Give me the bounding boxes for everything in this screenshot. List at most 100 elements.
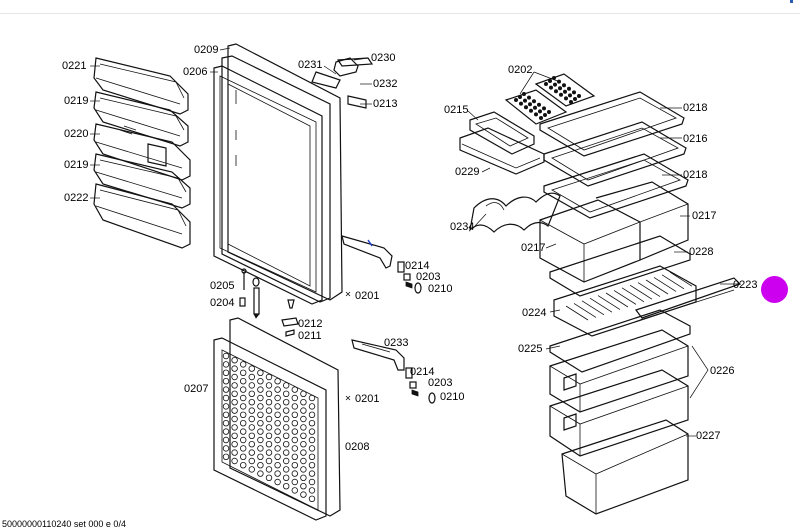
dimple (265, 373, 273, 381)
ice-cell (564, 96, 569, 101)
dimple (274, 386, 281, 393)
crisper-boxes-0217 (539, 181, 689, 283)
dimple (265, 457, 273, 465)
screw-0201-upper (345, 291, 351, 297)
label-0234: 0234 (450, 221, 475, 233)
label-0201-lower: 0201 (355, 393, 380, 405)
dimple (222, 394, 230, 402)
rib (613, 290, 637, 305)
dimple (300, 466, 307, 473)
label-0220: 0220 (64, 128, 89, 140)
freezer-drawer-0227 (561, 419, 689, 515)
hardware-0214-0203-0210-upper (397, 261, 422, 294)
dimple (291, 470, 298, 477)
dimple (248, 382, 255, 389)
dimple (222, 411, 230, 418)
label-0216: 0216 (683, 133, 708, 145)
ice-cell (534, 112, 539, 117)
dimple (308, 403, 316, 410)
dimple (283, 441, 290, 448)
ice-cell (538, 109, 543, 114)
rib (637, 282, 661, 297)
label-0225: 0225 (518, 343, 543, 355)
rib (645, 279, 669, 295)
dimple (300, 483, 307, 490)
dimple (239, 386, 247, 393)
dimple (274, 478, 281, 486)
ice-cell (562, 83, 567, 88)
dimple (231, 441, 238, 448)
dimple (283, 407, 290, 414)
dimple (257, 445, 264, 452)
rib (669, 271, 693, 287)
dimple (239, 445, 247, 452)
dimple (308, 462, 316, 469)
label-0219-upper: 0219 (64, 95, 89, 107)
label-0214-upper: 0214 (405, 260, 430, 272)
label-0211: 0211 (298, 330, 322, 342)
dimple (248, 415, 255, 423)
dimple (265, 390, 273, 397)
dimple (274, 394, 281, 402)
label-0232: 0232 (373, 78, 398, 90)
highlight-marker[interactable] (761, 276, 788, 303)
dimple (239, 394, 247, 402)
shelf-frame-0228 (549, 235, 691, 297)
label-0210-upper: 0210 (428, 283, 453, 295)
dimple (239, 369, 247, 376)
dimple (231, 390, 238, 397)
dimple (239, 453, 247, 460)
ice-cell (577, 94, 582, 99)
drawer-0229 (459, 127, 545, 175)
dimple (231, 382, 238, 389)
dimple (283, 399, 290, 406)
label-0212: 0212 (298, 318, 323, 330)
door-shelf-0219-upper (93, 91, 189, 147)
ice-cell (514, 98, 519, 103)
ice-cell (537, 102, 542, 107)
dimple (239, 361, 247, 368)
dimple (274, 453, 281, 460)
dimple (248, 399, 255, 406)
rib (597, 295, 621, 310)
tray-0215 (469, 111, 535, 155)
rib (589, 297, 613, 313)
ice-cell (544, 82, 549, 87)
dimple-grid (222, 352, 316, 502)
dimple (248, 466, 255, 473)
dimple (291, 428, 298, 435)
label-0214-lower: 0214 (410, 366, 435, 378)
ice-cell (529, 108, 534, 113)
dimple (308, 436, 316, 444)
dimple (291, 386, 298, 393)
label-0231: 0231 (298, 59, 323, 71)
dimple (231, 357, 238, 364)
label-0209: 0209 (194, 44, 219, 56)
dimple (308, 470, 316, 477)
ice-cell (553, 82, 558, 87)
dimple (248, 432, 255, 439)
dimple (265, 441, 273, 448)
cover-ribs (565, 271, 693, 321)
dimple (248, 441, 255, 448)
ice-cell (528, 102, 533, 107)
dimple (300, 449, 307, 456)
dimple (239, 403, 247, 410)
dimple (283, 382, 290, 389)
label-0215: 0215 (444, 104, 469, 116)
ice-cell (569, 100, 574, 105)
label-0224: 0224 (522, 307, 547, 319)
hinge-pin-0205 (241, 268, 260, 290)
ice-cell (554, 89, 559, 94)
label-0213: 0213 (373, 98, 398, 110)
label-0204: 0204 (210, 297, 235, 309)
dimple (308, 487, 316, 494)
dimple (300, 432, 307, 439)
dimple (283, 466, 290, 473)
ice-cell (539, 116, 544, 121)
dimple (265, 415, 273, 423)
dimple (283, 415, 290, 423)
ice-cell (548, 79, 553, 84)
dimple (265, 407, 273, 414)
dimple (239, 462, 247, 469)
